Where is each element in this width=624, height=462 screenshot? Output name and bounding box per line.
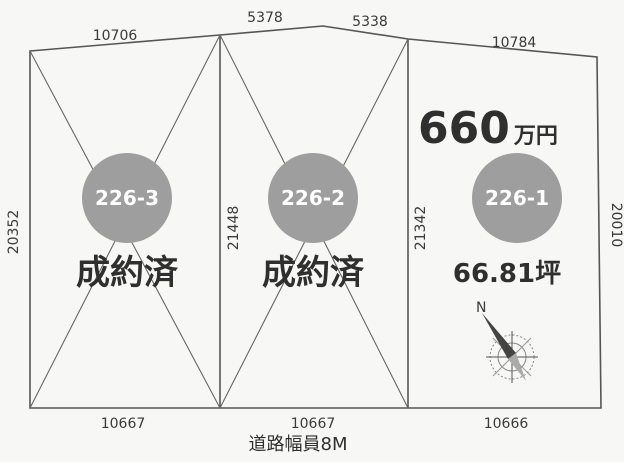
dim-bottom-left: 10667 <box>101 416 146 432</box>
compass-rose <box>482 313 538 383</box>
dim-bottom-right: 10666 <box>484 416 529 432</box>
dim-divider-2: 21342 <box>413 206 429 251</box>
price-value: 660 <box>418 103 510 154</box>
lot-id-226-1: 226-1 <box>485 186 549 210</box>
site-boundary <box>29 25 602 409</box>
lot-id-226-3: 226-3 <box>95 186 159 210</box>
dim-divider-1: 21448 <box>226 206 242 251</box>
compass-north-label: N <box>476 300 486 316</box>
road-width-label: 道路幅員8M <box>249 434 348 455</box>
dim-right-side: 20010 <box>608 203 624 248</box>
dim-top-right: 10784 <box>492 35 537 51</box>
lot-area-226-1: 66.81坪 <box>453 259 561 289</box>
lot-badge-226-2 <box>268 153 358 243</box>
compass-needle-north <box>482 313 516 359</box>
dim-top-mid-a: 5378 <box>247 10 283 26</box>
lot-outlines <box>29 25 602 409</box>
dim-top-left: 10706 <box>93 28 138 44</box>
lot-badge-226-3 <box>82 153 172 243</box>
lot-id-226-2: 226-2 <box>281 186 345 210</box>
price-unit: 万円 <box>513 124 558 149</box>
dim-bottom-mid: 10667 <box>291 416 336 432</box>
lot-status-226-2: 成約済 <box>262 253 365 293</box>
lot-status-226-3: 成約済 <box>76 253 179 293</box>
dim-left-side: 20352 <box>6 210 22 255</box>
compass-needle-south <box>508 353 526 381</box>
dim-top-mid-b: 5338 <box>352 14 388 30</box>
lot-badge-226-1 <box>472 153 562 243</box>
